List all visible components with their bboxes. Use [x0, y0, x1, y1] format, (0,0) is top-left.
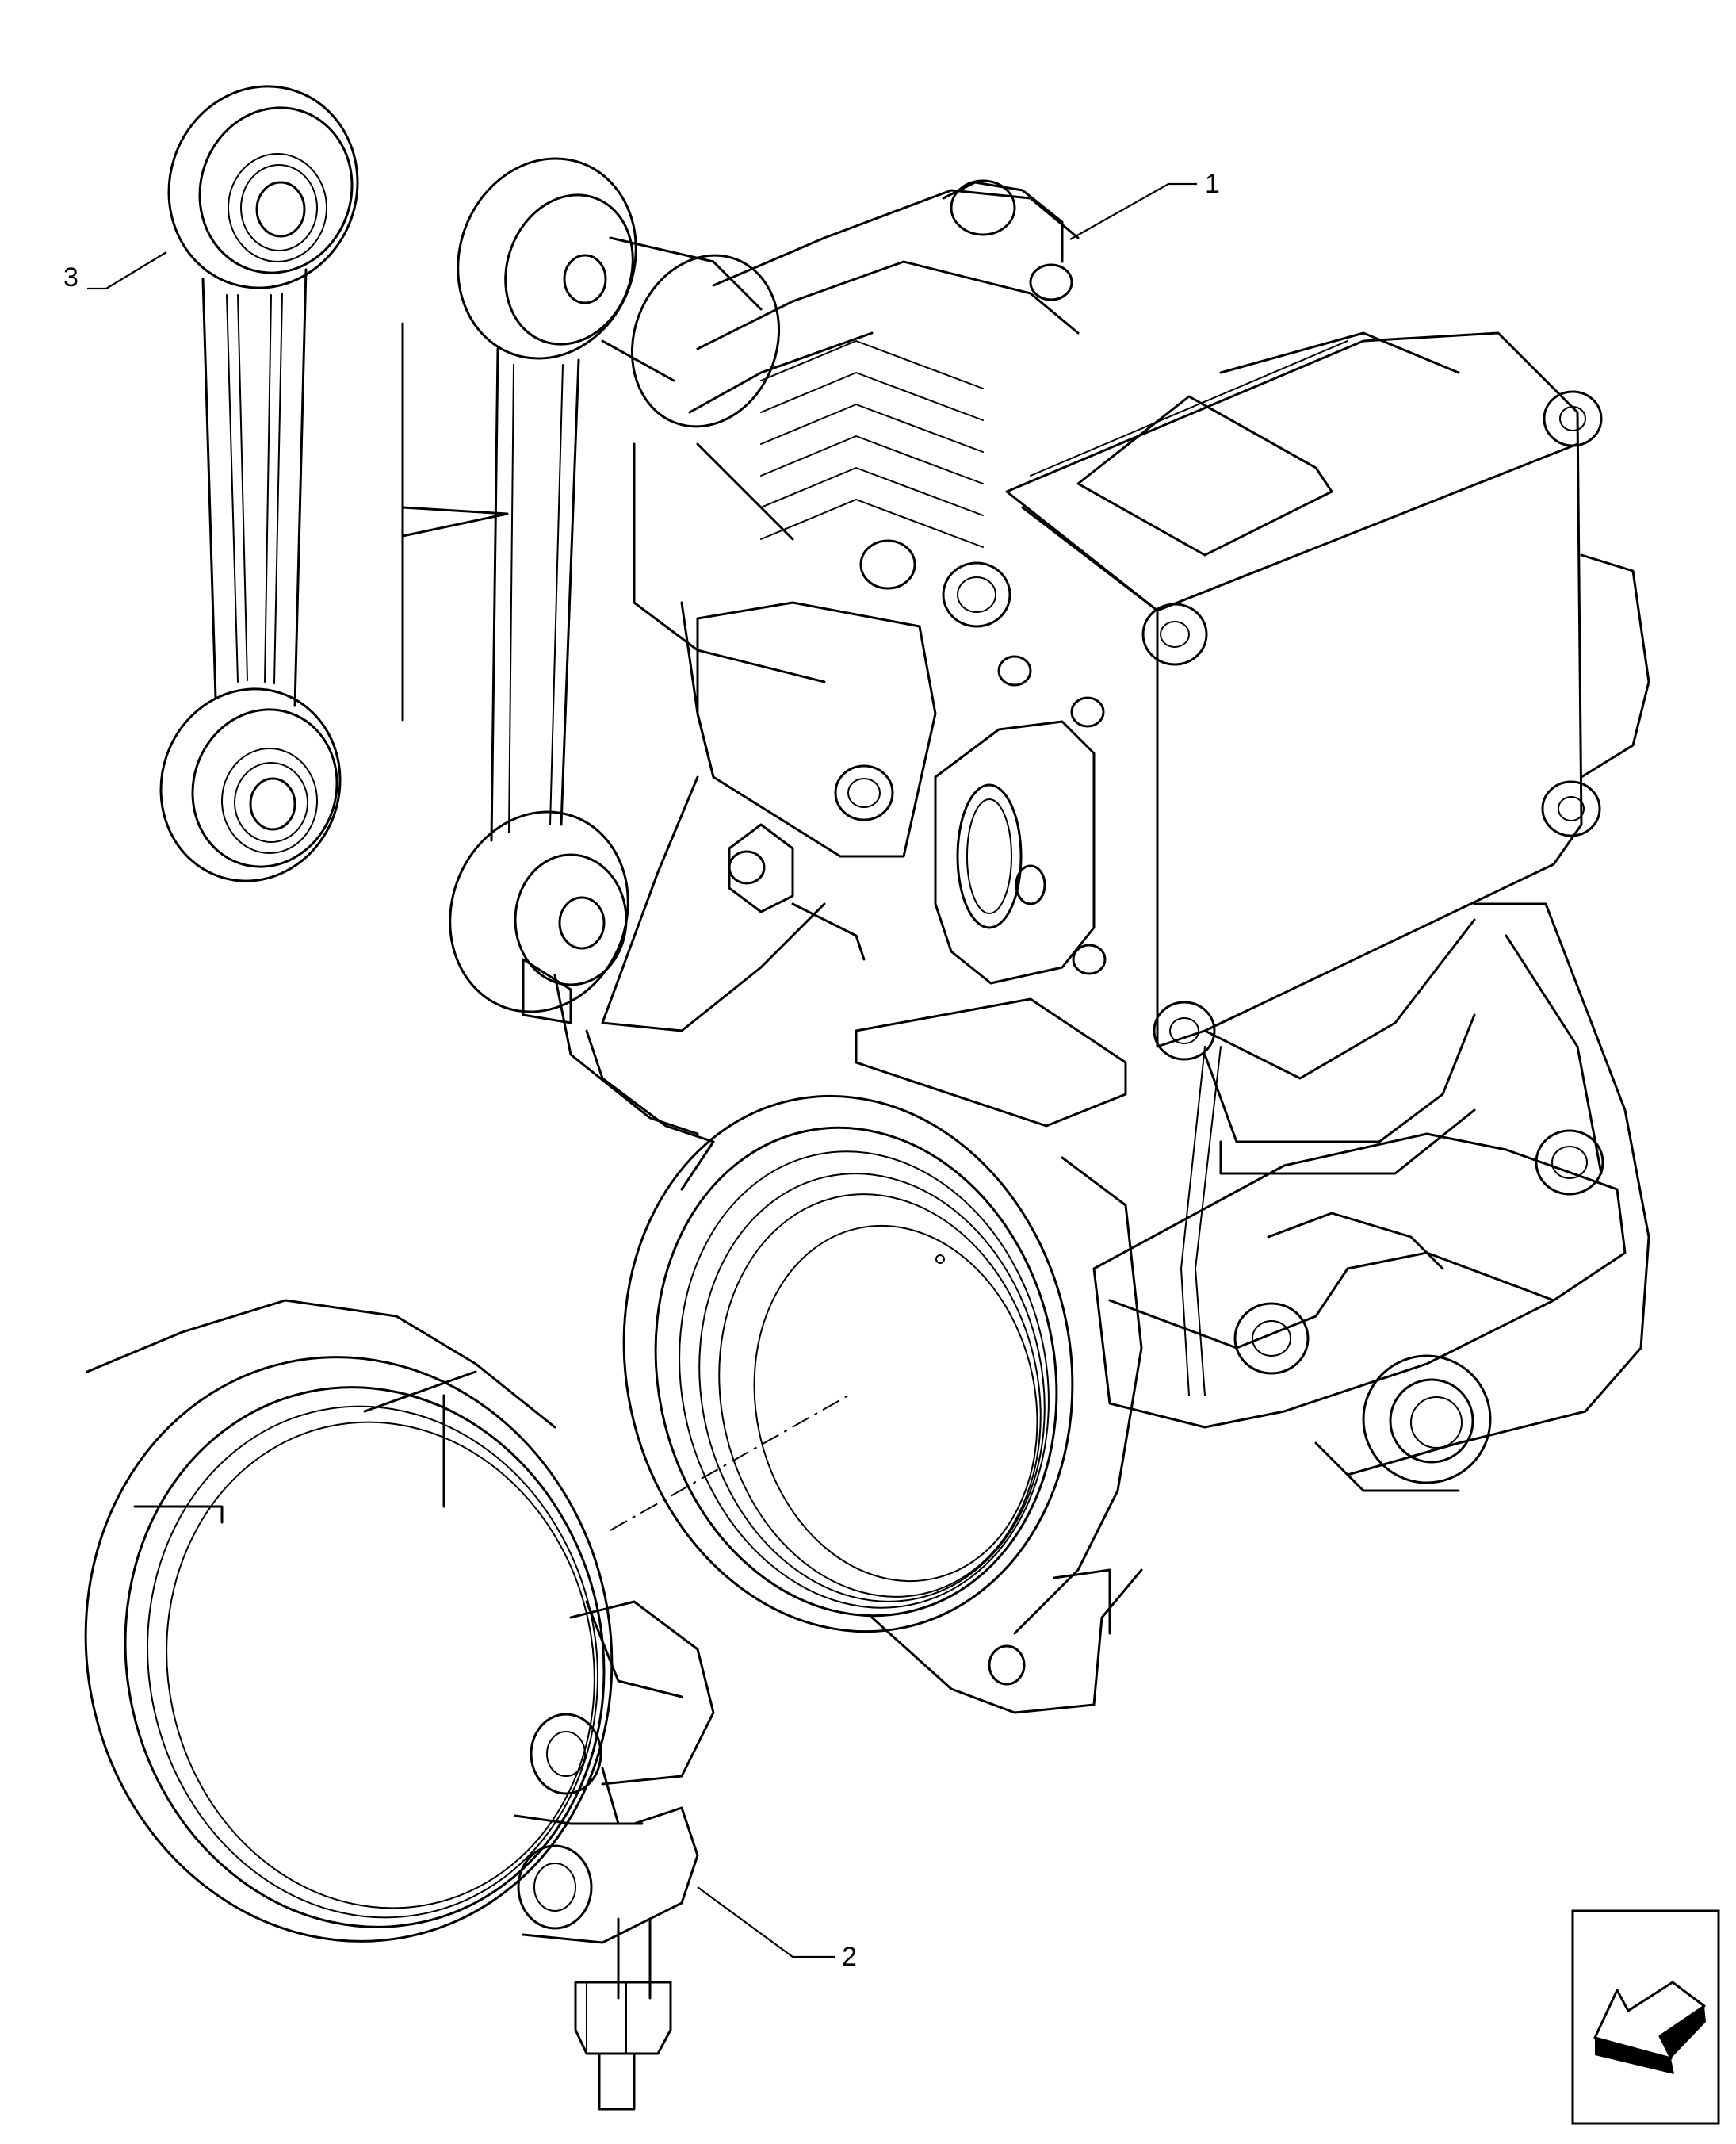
callout-3: 3 [63, 251, 167, 293]
callout-label-2: 2 [842, 1942, 857, 1972]
callout-2: 2 [697, 1886, 857, 1972]
assembly-bracket-lines [401, 322, 509, 722]
assembly-centerline [610, 1395, 849, 1531]
connecting-rod-part-3[interactable] [136, 62, 384, 905]
v-band-clamp-part-2[interactable] [32, 1299, 715, 2111]
actuator-assembly-part-1[interactable] [423, 133, 1650, 1714]
callout-1: 1 [1069, 169, 1220, 240]
callout-label-3: 3 [63, 262, 78, 293]
arrow-back-icon[interactable] [1571, 1909, 1720, 2125]
callout-label-1: 1 [1205, 169, 1220, 199]
